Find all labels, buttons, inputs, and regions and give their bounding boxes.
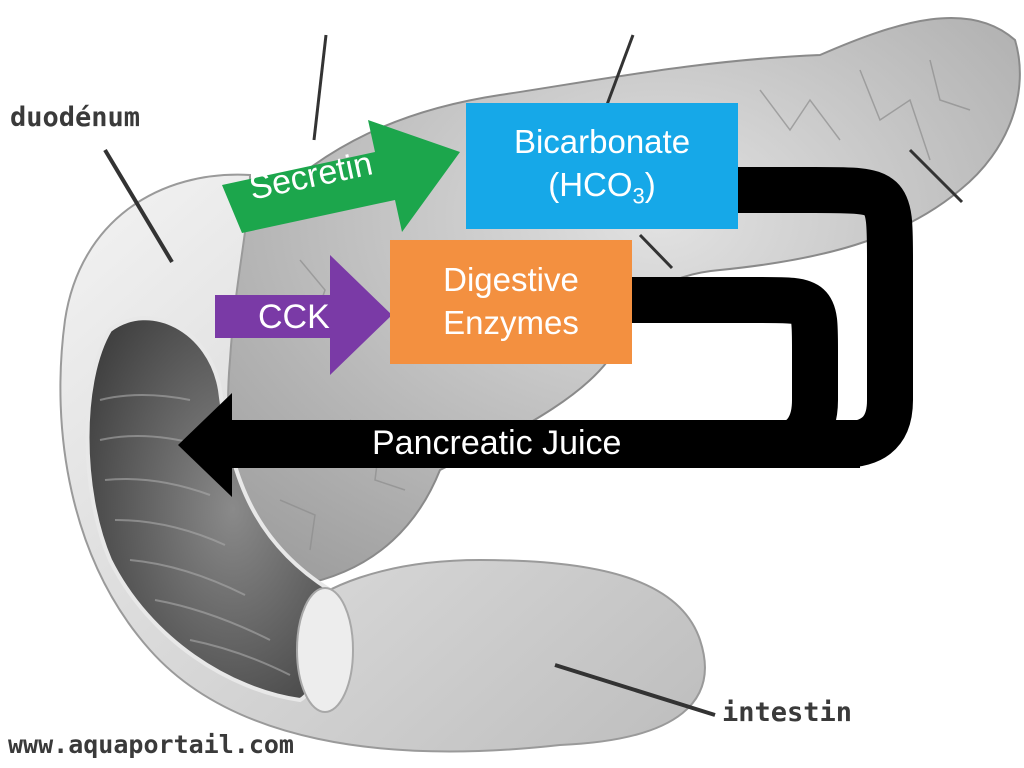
formula-prefix: (HCO <box>548 165 633 203</box>
enzymes-label-line2: Enzymes <box>443 304 579 341</box>
lumen-folds <box>99 394 291 676</box>
bicarbonate-box: Bicarbonate (HCO3) <box>466 103 738 229</box>
pancreas-leader-line-2 <box>603 34 635 111</box>
intestin-leader-line <box>554 663 716 717</box>
pancreatic-juice-label: Pancreatic Juice <box>372 424 622 462</box>
pancreas-leader-line-3 <box>908 148 964 204</box>
bicarbonate-box-bg <box>466 103 738 229</box>
duodenum-label: duodénum <box>10 102 141 133</box>
enzymes-label-line1: Digestive <box>443 261 579 299</box>
intestin-opening <box>296 587 354 713</box>
bicarbonate-label: Bicarbonate <box>513 122 691 160</box>
formula-suffix: ) <box>644 165 656 203</box>
bicarbonate-flow-path <box>725 167 913 468</box>
watermark: www.aquaportail.com <box>8 730 294 759</box>
bicarbonate-formula: (HCO3) <box>548 164 656 211</box>
pancreatic-juice-arrow <box>178 393 860 497</box>
duodenum-leader-line <box>103 148 174 264</box>
cck-arrow <box>215 255 392 375</box>
cck-label: CCK <box>258 298 330 336</box>
pancreas-leader-line-1 <box>312 34 328 141</box>
formula-subscript: 3 <box>632 183 645 209</box>
digestive-enzymes-box: Digestive Enzymes <box>390 240 632 364</box>
intestin-label: intestin <box>722 697 853 728</box>
enzymes-box-bg <box>390 240 632 364</box>
pancreas-leader-line-4 <box>638 233 674 270</box>
secretin-arrow <box>222 120 460 233</box>
